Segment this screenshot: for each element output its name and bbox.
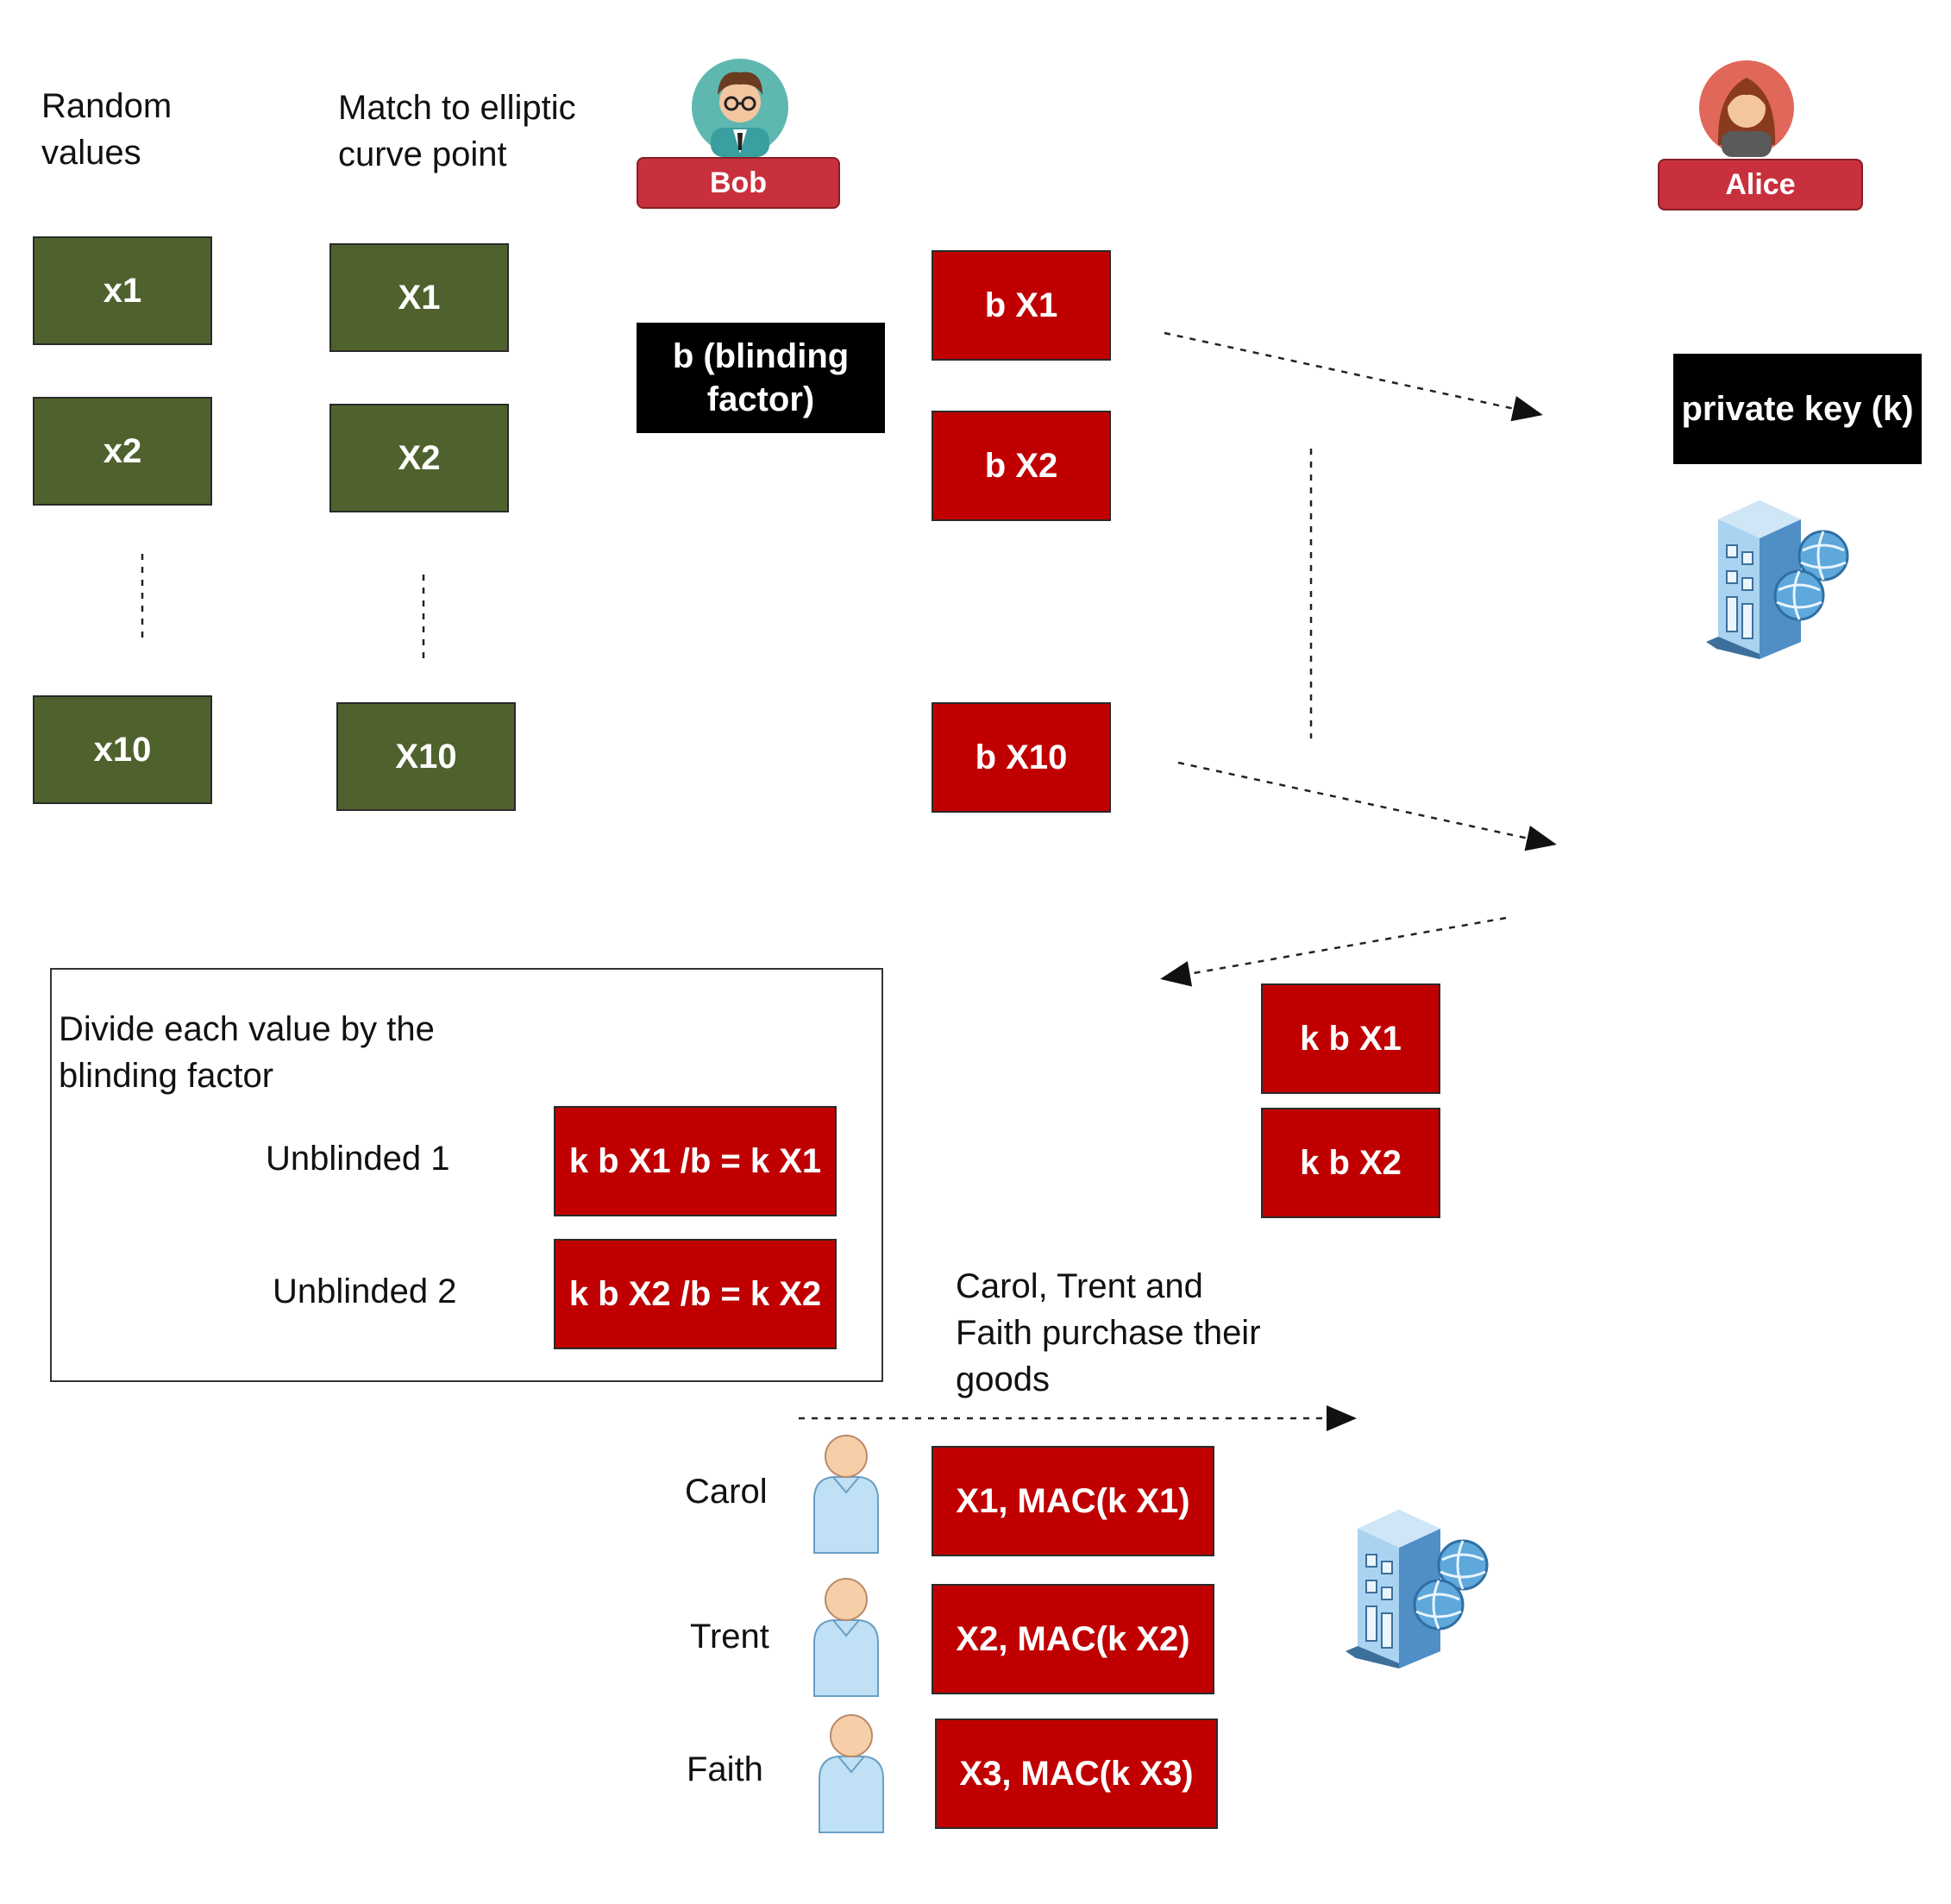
- bob-name-badge: Bob: [637, 157, 840, 209]
- token-box-carol: X1, MAC(k X1): [932, 1446, 1214, 1556]
- curve-point-box-X1: X1: [329, 243, 509, 352]
- unblinded-value-box: k b X1 /b = k X1: [554, 1106, 837, 1216]
- signed-box-kbX2: k b X2: [1261, 1108, 1440, 1218]
- blinded-box-bX1: b X1: [932, 250, 1111, 361]
- return-arrow: [1160, 916, 1507, 987]
- signed-box-kbX1: k b X1: [1261, 983, 1440, 1094]
- bob-avatar-icon: [692, 59, 788, 157]
- random-value-box-x2: x2: [33, 397, 212, 506]
- send-arrow: [1164, 331, 1543, 422]
- blinded-box-bX2: b X2: [932, 411, 1111, 521]
- unblinded-value-box: k b X2 /b = k X2: [554, 1239, 837, 1349]
- unblinded-row-label: Unblinded 2: [273, 1272, 457, 1310]
- token-box-faith: X3, MAC(k X3): [935, 1719, 1218, 1829]
- private-key-box: private key (k): [1673, 354, 1922, 464]
- random-value-box-x10: x10: [33, 695, 212, 804]
- curve-point-box-X10: X10: [336, 702, 516, 811]
- user-name-trent: Trent: [690, 1618, 769, 1656]
- random-values-heading: Random values: [41, 87, 173, 172]
- user-person-icon: [813, 1578, 879, 1697]
- blinding-factor-box: b (blinding factor): [637, 323, 885, 433]
- user-name-faith: Faith: [687, 1750, 763, 1788]
- random-value-box-x1: x1: [33, 236, 212, 345]
- user-person-icon: [819, 1714, 884, 1833]
- purchase-note: Carol, Trent and Faith purchase their go…: [956, 1267, 1261, 1398]
- alice-avatar-icon: [1699, 60, 1794, 157]
- server-building-icon: [1346, 1510, 1489, 1668]
- server-building-icon: [1706, 500, 1849, 659]
- blinded-box-bX10: b X10: [932, 702, 1111, 813]
- token-box-trent: X2, MAC(k X2): [932, 1584, 1214, 1694]
- curve-point-box-X2: X2: [329, 404, 509, 512]
- alice-name-badge: Alice: [1658, 159, 1863, 211]
- unblinded-row-label: Unblinded 1: [266, 1140, 450, 1178]
- send-arrow: [1177, 761, 1557, 851]
- match-curve-heading: Match to elliptic curve point: [338, 89, 576, 173]
- unblinding-panel-title: Divide each value by the blinding factor: [59, 1010, 435, 1095]
- user-name-carol: Carol: [685, 1473, 768, 1511]
- user-person-icon: [813, 1435, 879, 1554]
